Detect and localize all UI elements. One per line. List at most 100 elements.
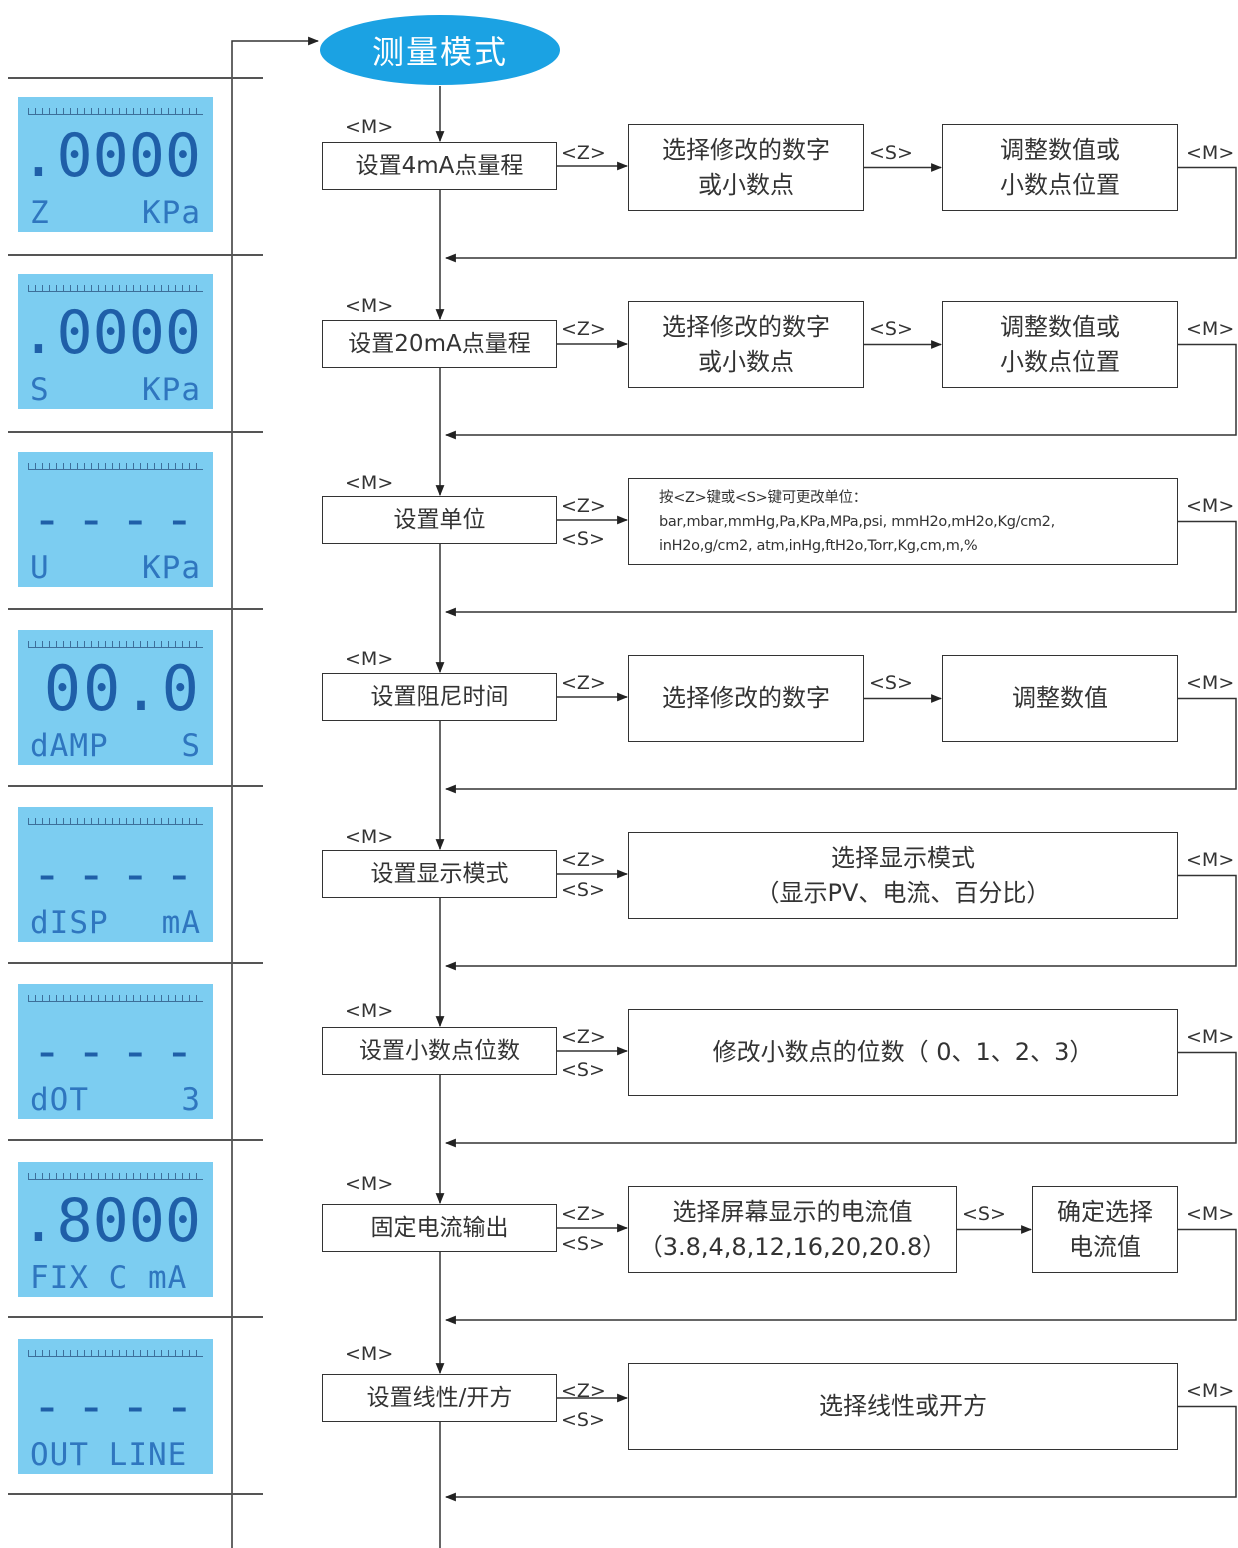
step-box: 固定电流输出: [322, 1204, 557, 1252]
key-s-label: <S>: [869, 142, 913, 164]
lcd-unit-label: 3: [181, 1082, 201, 1118]
option-box: 选择屏幕显示的电流值 （3.8,4,8,12,16,20,20.8）: [628, 1186, 957, 1273]
return-arrow: [444, 1228, 1237, 1325]
option-line: （显示PV、电流、百分比）: [755, 878, 1051, 907]
option-line: 选择线性或开方: [819, 1392, 987, 1420]
adjust-line: 小数点位置: [1000, 347, 1120, 376]
step-box: 设置阻尼时间: [322, 673, 557, 721]
lcd-mode-label: S: [30, 372, 50, 408]
lcd-mode-label: U: [30, 550, 50, 586]
lcd-main-value: 0.0000: [18, 298, 201, 368]
lcd-mode-label: FIX C mA: [30, 1260, 188, 1296]
adjust-line: 电流值: [1069, 1232, 1141, 1261]
lcd-main-value: -----: [32, 1377, 213, 1435]
key-s-label: <S>: [561, 879, 605, 901]
lcd-panel: ----- U KPa: [18, 452, 213, 587]
lcd-mode-label: dAMP: [30, 728, 109, 764]
key-m-label: <M>: [1186, 318, 1235, 340]
lcd-main-value: 00.0: [43, 652, 201, 725]
key-s-label: <S>: [561, 1059, 605, 1081]
key-z-label: <Z>: [561, 672, 606, 694]
key-m-label: <M>: [345, 648, 394, 670]
return-arrow: [444, 1051, 1237, 1148]
lcd-unit-label: KPa: [142, 372, 201, 408]
key-m-label: <M>: [345, 1000, 394, 1022]
row-divider: [8, 77, 263, 79]
row-divider: [8, 1493, 263, 1495]
adjust-box: 调整数值: [942, 655, 1178, 742]
unit-options-title: 按<Z>键或<S>键可更改单位：: [659, 489, 867, 506]
key-m-label: <M>: [1186, 142, 1235, 164]
key-m-label: <M>: [1186, 1203, 1235, 1225]
option-line: 修改小数点的位数（ 0、1、2、3）: [712, 1038, 1094, 1066]
key-m-label: <M>: [345, 472, 394, 494]
key-m-label: <M>: [345, 116, 394, 138]
row-divider: [8, 1316, 263, 1318]
step-box: 设置单位: [322, 496, 557, 544]
lcd-mode-label: dISP: [30, 905, 109, 941]
lcd-panel: 3.8000 FIX C mA: [18, 1162, 213, 1297]
return-arrow: [444, 166, 1237, 263]
row-divider: [8, 608, 263, 610]
row-divider: [8, 785, 263, 787]
lcd-main-value: -----: [32, 490, 213, 548]
key-z-label: <Z>: [561, 495, 606, 517]
key-z-label: <Z>: [561, 849, 606, 871]
key-z-label: <Z>: [561, 318, 606, 340]
key-s-label: <S>: [869, 672, 913, 694]
key-m-label: <M>: [1186, 849, 1235, 871]
option-line: 选择显示模式: [831, 843, 975, 872]
key-s-label: <S>: [869, 318, 913, 340]
adjust-box: 确定选择 电流值: [1032, 1186, 1178, 1273]
lcd-panel: ----- OUT LINE: [18, 1339, 213, 1474]
lcd-bargraph: [28, 1173, 203, 1180]
unit-options-list: inH2o,g/cm2, atm,inHg,ftH2o,Torr,Kg,cm,m…: [659, 537, 978, 554]
measure-mode-start: 测量模式: [320, 15, 560, 85]
lcd-panel: 0.0000 Z KPa: [18, 97, 213, 232]
lcd-bargraph: [28, 285, 203, 292]
adjust-line: 调整数值或: [1000, 312, 1120, 341]
lcd-panel: 00.0 dAMP S: [18, 630, 213, 765]
option-line: （3.8,4,8,12,16,20,20.8）: [638, 1232, 947, 1261]
key-z-label: <Z>: [561, 142, 606, 164]
key-m-label: <M>: [345, 295, 394, 317]
option-box: 修改小数点的位数（ 0、1、2、3）: [628, 1009, 1178, 1096]
option-line: 或小数点: [698, 347, 794, 376]
lcd-mode-label: OUT LINE: [30, 1437, 188, 1473]
row-divider: [8, 1139, 263, 1141]
option-line: 选择修改的数字: [662, 684, 830, 712]
key-m-label: <M>: [345, 1343, 394, 1365]
row-divider: [8, 962, 263, 964]
key-z-label: <Z>: [561, 1203, 606, 1225]
row-divider: [8, 431, 263, 433]
option-box: 选择修改的数字 或小数点: [628, 301, 864, 388]
lcd-panel: ----- dOT 3: [18, 984, 213, 1119]
adjust-box: 调整数值或 小数点位置: [942, 301, 1178, 388]
loop-back-line: [231, 36, 320, 1548]
lcd-mode-label: dOT: [30, 1082, 89, 1118]
lcd-bargraph: [28, 108, 203, 115]
unit-options-list: bar,mbar,mmHg,Pa,KPa,MPa,psi, mmH2o,mH2o…: [659, 513, 1055, 530]
lcd-bargraph: [28, 995, 203, 1002]
step-box: 设置20mA点量程: [322, 320, 557, 368]
adjust-line: 调整数值或: [1000, 135, 1120, 164]
option-line: 选择屏幕显示的电流值: [672, 1197, 913, 1226]
option-line: 或小数点: [698, 170, 794, 199]
lcd-main-value: -----: [32, 845, 213, 903]
adjust-line: 小数点位置: [1000, 170, 1120, 199]
key-s-label: <S>: [561, 1409, 605, 1431]
step-box: 设置线性/开方: [322, 1374, 557, 1422]
option-box: 选择修改的数字: [628, 655, 864, 742]
lcd-bargraph: [28, 818, 203, 825]
lcd-unit-label: mA: [161, 905, 201, 941]
lcd-panel: ----- dISP mA: [18, 807, 213, 942]
key-m-label: <M>: [345, 826, 394, 848]
key-z-label: <Z>: [561, 1026, 606, 1048]
step-box: 设置4mA点量程: [322, 142, 557, 190]
lcd-mode-label: Z: [30, 195, 50, 231]
key-z-label: <Z>: [561, 1380, 606, 1402]
lcd-main-value: 3.8000: [18, 1186, 201, 1256]
key-m-label: <M>: [1186, 672, 1235, 694]
adjust-box: 调整数值或 小数点位置: [942, 124, 1178, 211]
